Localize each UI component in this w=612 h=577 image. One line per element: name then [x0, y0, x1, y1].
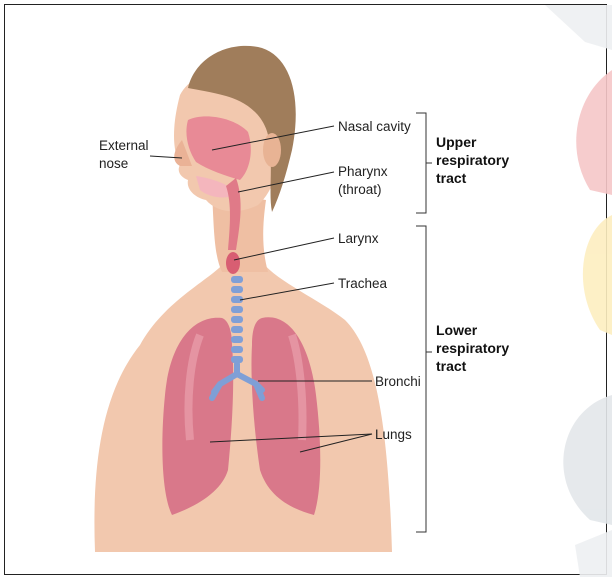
- larynx-label: Larynx: [338, 230, 379, 247]
- bronchi-label: Bronchi: [375, 373, 421, 390]
- lungs-label: Lungs: [375, 426, 412, 443]
- watermark-top-shape: [545, 5, 612, 50]
- lower-tract-label-line2: respiratory: [436, 340, 509, 357]
- trachea-rings: [231, 276, 243, 363]
- lower-tract-label-line3: tract: [436, 358, 466, 375]
- lower-tract-label-line1: Lower: [436, 322, 477, 339]
- watermark-yellow-shape: [583, 215, 612, 335]
- watermark-red-shape: [576, 70, 612, 195]
- pharynx-label-line1: Pharynx: [338, 163, 388, 180]
- watermark-gray-shape: [563, 395, 612, 525]
- watermark-bottom-shape: [575, 530, 612, 577]
- larynx-shape: [226, 252, 240, 274]
- upper-tract-label-line2: respiratory: [436, 152, 509, 169]
- upper-tract-label-line1: Upper: [436, 134, 476, 151]
- upper-tract-bracket: [416, 113, 432, 213]
- external-nose-label-line2: nose: [99, 155, 128, 172]
- trachea-label: Trachea: [338, 275, 387, 292]
- external-nose-label-line1: External: [99, 137, 149, 154]
- brackets: [416, 113, 432, 532]
- nasal-cavity-label: Nasal cavity: [338, 118, 411, 135]
- upper-tract-label-line3: tract: [436, 170, 466, 187]
- pharynx-label-line2: (throat): [338, 181, 382, 198]
- watermark-shapes: [545, 5, 612, 577]
- torso: [94, 262, 392, 552]
